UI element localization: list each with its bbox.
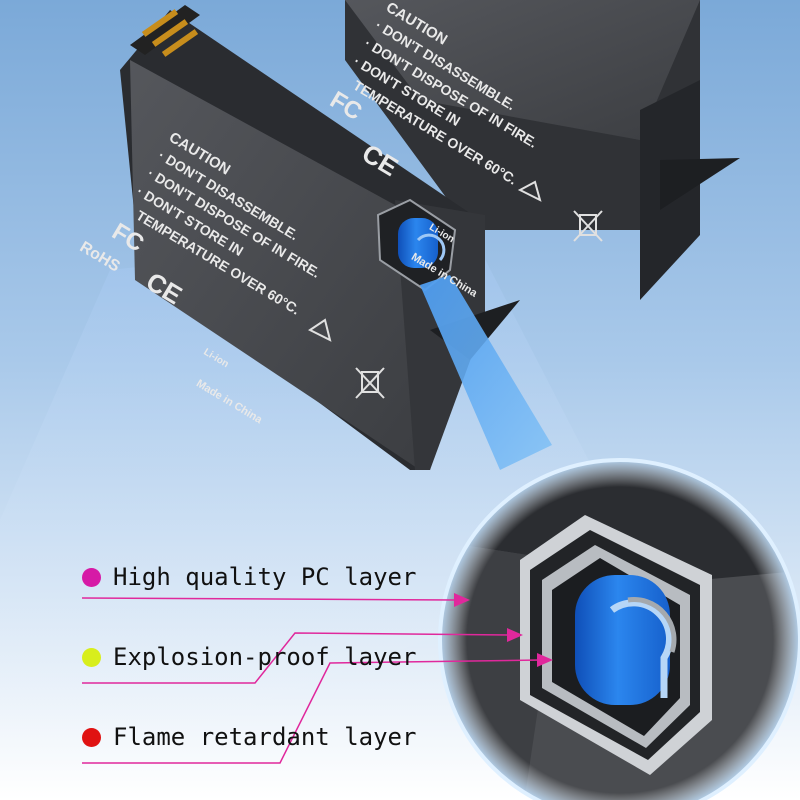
- legend-dot-red: [82, 728, 101, 747]
- connector-pins: [130, 5, 200, 57]
- magnifier-lens: [438, 458, 800, 800]
- pointer-lines: [81, 597, 541, 764]
- pointer-arrowheads: [454, 593, 553, 667]
- legend-label: High quality PC layer: [113, 563, 417, 591]
- legend-dot-magenta: [82, 568, 101, 587]
- crossed-bin-icon: [355, 210, 603, 399]
- legend-label: Flame retardant layer: [113, 723, 417, 751]
- battery-back: [345, 0, 740, 300]
- legend-dot-yellow: [82, 648, 101, 667]
- zoom-beam: [420, 275, 552, 470]
- cell-window: [376, 198, 457, 292]
- legend-label: Explosion-proof layer: [113, 643, 417, 671]
- recycle-icon: [308, 180, 542, 342]
